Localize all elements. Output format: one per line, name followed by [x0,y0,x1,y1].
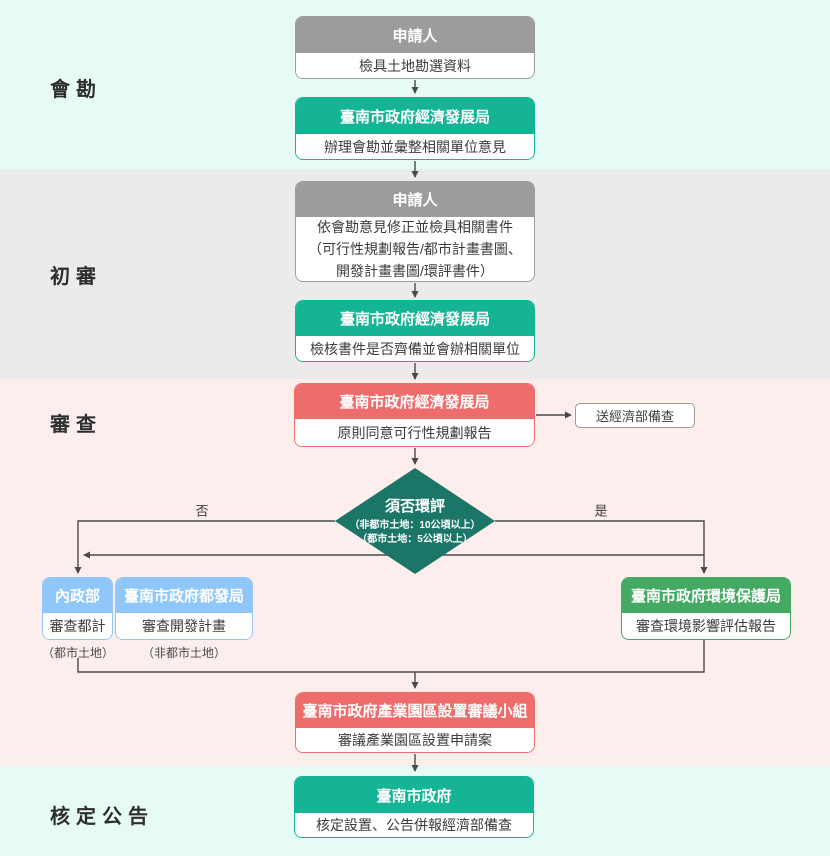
flow-box-applicant-survey: 申請人 檢具土地勘選資料 [295,16,535,79]
flow-box-body: 審查環境影響評估報告 [622,613,790,639]
flow-box-moe-filing: 送經濟部備查 [575,403,695,428]
branch-label-no: 否 [195,503,209,519]
section-label-survey: 會勘 [50,79,102,101]
flow-box-body: 原則同意可行性規劃報告 [295,419,534,446]
flow-box-header: 臺南市政府經濟發展局 [296,301,534,336]
flow-box-header: 臺南市政府環境保護局 [622,578,790,613]
caption-non-urban-land: （非都市土地） [141,646,226,660]
section-label-review: 審查 [50,414,102,436]
flow-box-body: 檢核書件是否齊備並會辦相關單位 [296,336,534,361]
flow-box-edb-survey: 臺南市政府經濟發展局 辦理會勘並彙整相關單位意見 [295,97,535,160]
body-line: 開發計畫書圖/環評書件） [336,263,494,279]
flow-box-moi: 內政部 審查都計 [42,577,113,640]
flow-box-header: 內政部 [43,578,112,613]
flow-box-applicant-preliminary: 申請人 依會勘意見修正並檢具相關書件 （可行性規劃報告/都市計畫書圖、 開發計畫… [295,181,535,282]
flow-box-edb-review: 臺南市政府經濟發展局 原則同意可行性規劃報告 [294,383,535,447]
flow-box-city-gov: 臺南市政府 核定設置、公告併報經濟部備查 [294,776,534,838]
flow-box-header: 臺南市政府產業園區設置審議小組 [296,693,534,728]
decision-title: 須否環評 [384,498,445,515]
flow-box-header: 臺南市政府經濟發展局 [295,384,534,419]
flow-box-header: 申請人 [296,17,534,53]
body-line: （可行性規劃報告/都市計畫書圖、 [308,241,522,257]
flow-box-body: 審查開發計畫 [116,613,252,639]
flow-box-committee: 臺南市政府產業園區設置審議小組 審議產業園區設置申請案 [295,692,535,753]
flow-box-body: 審查都計 [43,613,112,639]
section-label-preliminary: 初審 [50,266,102,288]
decision-condition: （都市土地：5公頃以上） [357,534,473,545]
flow-box-header: 申請人 [296,182,534,217]
flow-box-body: 審議產業園區設置申請案 [296,728,534,752]
flow-box-header: 臺南市政府經濟發展局 [296,98,534,134]
decision-condition: （非都市土地：10公頃以上） [349,520,481,531]
caption-urban-land: （都市土地） [42,646,115,660]
flow-box-body: 依會勘意見修正並檢具相關書件 （可行性規劃報告/都市計畫書圖、 開發計畫書圖/環… [296,217,534,281]
flow-box-header: 臺南市政府 [295,777,533,813]
flow-box-epb: 臺南市政府環境保護局 審查環境影響評估報告 [621,577,791,640]
flow-box-body: 檢具土地勘選資料 [296,53,534,78]
branch-label-yes: 是 [594,503,608,519]
flow-box-body: 核定設置、公告併報經濟部備查 [295,813,533,837]
flow-box-body: 辦理會勘並彙整相關單位意見 [296,134,534,159]
flow-box-udb: 臺南市政府都發局 審查開發計畫 [115,577,253,640]
body-line: 依會勘意見修正並檢具相關書件 [317,219,513,235]
flow-box-edb-preliminary: 臺南市政府經濟發展局 檢核書件是否齊備並會辦相關單位 [295,300,535,362]
flow-box-header: 臺南市政府都發局 [116,578,252,613]
section-label-approval: 核定公告 [50,806,154,828]
